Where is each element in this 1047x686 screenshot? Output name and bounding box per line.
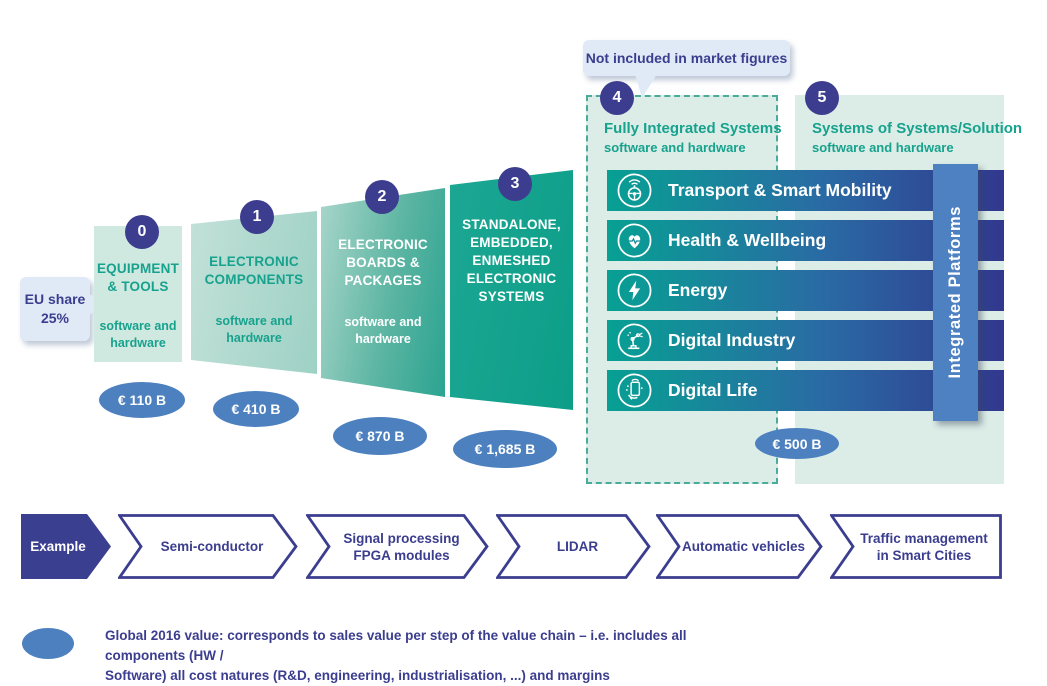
integrated-platforms-bar: Integrated Platforms — [933, 164, 978, 421]
bar-label: Health & Wellbeing — [668, 230, 827, 250]
stage-title: ELECTRONIC COMPONENTS — [204, 254, 304, 287]
eu-share-callout: EU share 25% — [20, 277, 106, 341]
chain-step-traffic-management: Traffic management in Smart Cities — [830, 514, 1002, 579]
box4-subtitle: software and hardware — [604, 140, 746, 155]
box5-title: Systems of Systems/Solution — [812, 120, 1023, 137]
stage-electronic-components: ELECTRONIC COMPONENTS software and hardw… — [191, 211, 317, 374]
stage-number-0: 0 — [125, 215, 159, 249]
chain-label: Semi-conductor — [160, 539, 264, 554]
not-included-label: Not included in market figures — [585, 50, 788, 66]
chain-step-example: Example — [21, 514, 111, 579]
callout-pointer — [635, 74, 657, 98]
stage-equipment-tools: EQUIPMENT & TOOLS software and hardware — [94, 226, 182, 362]
legend-ellipse-icon — [22, 628, 74, 659]
value-ellipse-500b: € 500 B — [755, 428, 839, 459]
stage-electronic-boards-packages: ELECTRONIC BOARDS & PACKAGES software an… — [321, 188, 445, 397]
stage-subtitle: software and hardware — [215, 314, 293, 345]
lightning-bolt-icon — [617, 273, 652, 308]
stage-title: ELECTRONIC BOARDS & PACKAGES — [338, 237, 428, 288]
eu-share-label: EU share — [24, 291, 86, 307]
stage-title: STANDALONE, EMBEDDED, ENMESHED ELECTRONI… — [462, 217, 561, 304]
bar-label: Digital Life — [668, 380, 758, 400]
value-ellipse-410b: € 410 B — [213, 391, 299, 427]
stage-number-4: 4 — [600, 81, 634, 115]
robot-arm-icon — [617, 323, 652, 358]
not-included-callout: Not included in market figures — [583, 40, 790, 98]
stage-subtitle: software and hardware — [344, 315, 422, 346]
integrated-platforms-label: Integrated Platforms — [946, 206, 964, 379]
tablet-hand-icon — [617, 373, 652, 408]
chain-step-automatic-vehicles: Automatic vehicles — [656, 514, 823, 579]
bar-label: Transport & Smart Mobility — [668, 180, 892, 200]
chain-label: LIDAR — [556, 539, 599, 554]
stage-number-3: 3 — [498, 167, 532, 201]
value-ellipse-110b: € 110 B — [99, 382, 185, 418]
chain-label: Automatic vehicles — [681, 539, 806, 554]
value-ellipse-1685b: € 1,685 B — [453, 430, 557, 468]
chain-label: Traffic management in Smart Cities — [860, 530, 988, 563]
stage-number-1: 1 — [240, 200, 274, 234]
value-ellipse-870b: € 870 B — [333, 417, 427, 455]
stage-standalone-embedded-systems: STANDALONE, EMBEDDED, ENMESHED ELECTRONI… — [450, 170, 573, 410]
box5-subtitle: software and hardware — [812, 140, 954, 155]
box4-title: Fully Integrated Systems — [604, 120, 782, 137]
stage-subtitle: software and hardware — [99, 319, 177, 350]
stage-number-2: 2 — [365, 180, 399, 214]
chain-step-signal-processing: Signal processing FPGA modules — [306, 514, 489, 579]
chain-label: Signal processing FPGA modules — [343, 530, 460, 563]
chain-step-lidar: LIDAR — [496, 514, 651, 579]
heart-pulse-icon — [617, 223, 652, 258]
chain-label: Example — [30, 539, 86, 554]
stage-title: EQUIPMENT & TOOLS — [96, 261, 180, 294]
stage-number-5: 5 — [805, 81, 839, 115]
legend-text: Global 2016 value: corresponds to sales … — [105, 628, 687, 683]
steering-wheel-wifi-icon — [617, 173, 652, 208]
chain-step-semi-conductor: Semi-conductor — [118, 514, 298, 579]
bar-label: Energy — [668, 280, 728, 300]
eu-share-value: 25% — [40, 310, 69, 326]
bar-label: Digital Industry — [668, 330, 796, 350]
